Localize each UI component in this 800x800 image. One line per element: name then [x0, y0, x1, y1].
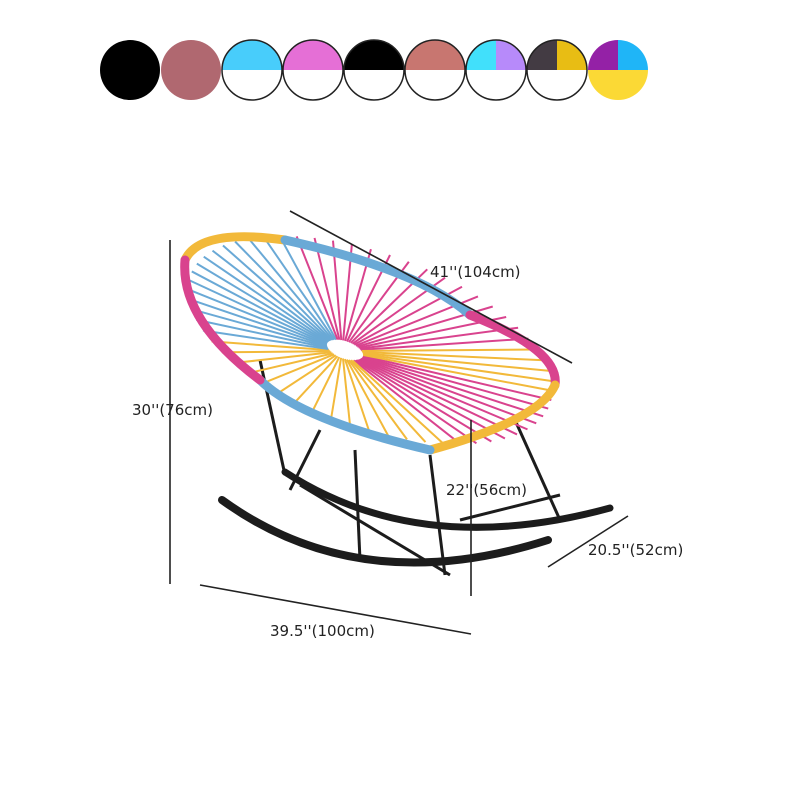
weave-string: [362, 355, 549, 410]
depth-line: [199, 584, 472, 635]
weave-string: [330, 357, 343, 419]
weave-string: [363, 354, 553, 392]
seat-rim-segment: [280, 235, 475, 320]
weave-string: [233, 351, 332, 365]
weave-string: [358, 358, 506, 440]
color-swatches: [100, 39, 648, 101]
weave-string: [278, 235, 337, 341]
weave-string: [211, 249, 330, 342]
weave-string: [294, 355, 339, 403]
weave-string: [202, 329, 329, 351]
weave-string: [247, 237, 334, 341]
weave-string: [222, 244, 331, 342]
weave-string: [188, 279, 328, 345]
weave-string: [359, 358, 518, 436]
weave-string: [360, 337, 529, 351]
weave-string: [362, 351, 544, 362]
weave-string: [261, 353, 335, 385]
weave-string: [188, 298, 328, 347]
swatch-charcoal-gold-white[interactable]: [526, 39, 588, 101]
seat-rim-segment: [465, 310, 560, 390]
weave-string: [353, 359, 462, 445]
weave-string: [311, 356, 341, 412]
weave-string: [196, 318, 328, 349]
weave-string: [361, 357, 537, 425]
weave-string: [277, 354, 337, 395]
weave-string: [356, 359, 492, 443]
height-label: 30''(76cm): [132, 401, 213, 419]
swatch-cyan-lavender-white[interactable]: [465, 39, 527, 101]
seat-rim-segment: [180, 232, 290, 265]
weave-string: [211, 340, 330, 352]
weave-string: [351, 359, 445, 445]
seat-rim-segment: [425, 380, 560, 455]
depth-label: 39.5''(100cm): [270, 622, 375, 640]
weave-string: [359, 326, 519, 350]
weave-string: [234, 240, 333, 341]
weave-string: [360, 358, 528, 431]
weave-string: [221, 350, 331, 354]
width-line: [547, 515, 629, 568]
weave-string: [191, 308, 328, 348]
dimension-lines: [169, 210, 629, 635]
weave-string: [363, 353, 552, 383]
weave-string: [362, 355, 552, 401]
weave-string: [347, 359, 408, 440]
swatch-pink-white[interactable]: [282, 39, 344, 101]
weave-string: [355, 359, 478, 445]
swatch-terracotta-white[interactable]: [404, 39, 466, 101]
weave-string: [313, 237, 341, 341]
weave-string: [295, 236, 339, 341]
weave-string: [196, 262, 329, 344]
weave-string: [331, 240, 343, 341]
weave-string: [362, 352, 549, 372]
length-line: [289, 210, 573, 364]
front-rocker: [218, 496, 552, 567]
seat-rim-segment: [255, 375, 435, 455]
weave-string: [191, 270, 328, 345]
length-label: 41''(104cm): [430, 263, 521, 281]
swatch-purple-blue-yellow[interactable]: [588, 40, 648, 100]
weave-string: [203, 255, 329, 343]
weave-string: [187, 288, 328, 346]
weave-string: [343, 358, 371, 432]
width-label: 20.5''(52cm): [588, 541, 684, 559]
swatch-sky-blue-white[interactable]: [221, 39, 283, 101]
seat-height-label: 22''(56cm): [446, 481, 527, 499]
weave-string: [247, 352, 333, 375]
weave-string: [349, 359, 427, 443]
weave-string: [342, 358, 351, 426]
swatch-black[interactable]: [100, 40, 160, 100]
seat-rim-segment: [180, 255, 265, 385]
swatch-black-white[interactable]: [343, 39, 405, 101]
weave-string: [262, 236, 336, 341]
weave-string: [345, 359, 390, 437]
rocking-chair-image: [180, 232, 614, 577]
swatch-rose[interactable]: [161, 40, 221, 100]
weave-string: [362, 356, 544, 418]
weave-string: [361, 348, 538, 352]
